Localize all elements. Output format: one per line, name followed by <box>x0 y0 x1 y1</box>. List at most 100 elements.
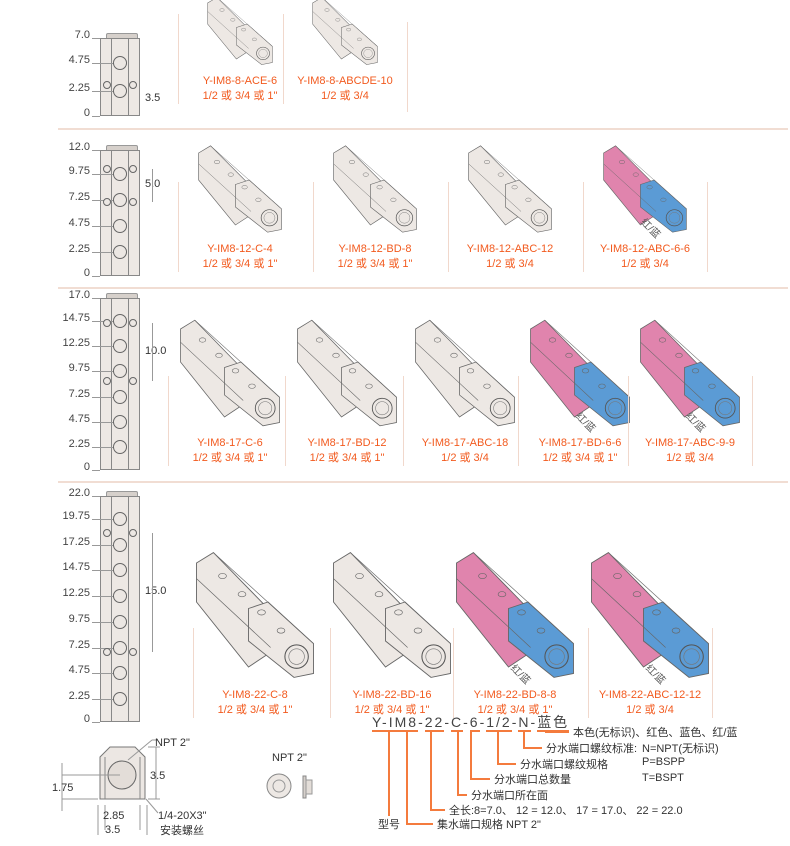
thread-standard: T=BSPT <box>642 772 684 784</box>
code-part: C <box>450 714 464 732</box>
card-divider <box>193 628 194 718</box>
face-line <box>128 150 129 276</box>
port-hole <box>113 589 127 604</box>
port-hole <box>113 56 127 71</box>
code-part: 6 <box>469 714 480 732</box>
manifold-image[interactable] <box>327 550 457 680</box>
dimension-label: 7.25 <box>68 638 90 651</box>
mount-spacing: 10.0 <box>145 344 167 357</box>
dimension-tick <box>92 371 120 373</box>
product-model: Y-IM8-17-BD-12 <box>307 437 387 449</box>
mount-hole <box>103 529 111 538</box>
product-size: 1/2 或 3/4 或 1" <box>202 258 278 270</box>
spacing-line <box>152 533 153 652</box>
manifold-image[interactable] <box>329 144 421 234</box>
port-hole <box>113 563 127 578</box>
dimension-tick <box>92 673 120 675</box>
dimension-label: 9.75 <box>68 164 90 177</box>
manifold-image[interactable] <box>204 0 276 66</box>
legend-item: 分水端口螺纹标准: <box>546 743 638 755</box>
face-line <box>111 298 112 470</box>
port-hole <box>113 192 127 207</box>
dimension-tick <box>92 621 120 623</box>
card-divider <box>313 182 314 272</box>
port-hole <box>113 414 127 429</box>
port-hole <box>113 389 127 404</box>
manifold-image[interactable] <box>190 550 320 680</box>
row-separator <box>58 128 788 130</box>
product-model: Y-IM8-12-C-4 <box>207 243 273 255</box>
product-size: 1/2 或 3/4 或 1" <box>192 452 268 464</box>
card-divider <box>178 182 179 272</box>
product-model: Y-IM8-12-ABC-12 <box>466 243 554 255</box>
product-model: Y-IM8-22-BD-16 <box>352 689 432 701</box>
manifold-image[interactable] <box>175 318 285 428</box>
product-model: Y-IM8-22-BD-8-8 <box>473 689 557 701</box>
leader-line <box>406 823 433 825</box>
thread-standard: N=NPT(无标识) <box>642 743 719 755</box>
dimension-label: 0 <box>83 267 90 279</box>
spacing-line <box>152 322 153 382</box>
card-divider <box>407 22 408 112</box>
legend-item: 分水端口所在面 <box>471 790 548 802</box>
dimension-label: 9.75 <box>68 612 90 625</box>
leader-line <box>430 730 432 809</box>
product-size: 1/2 或 3/4 <box>626 704 674 716</box>
end-view-drawing <box>40 735 280 840</box>
dimension-label: 12.25 <box>62 587 90 600</box>
leader-line <box>545 731 569 733</box>
product-size: 1/2 或 3/4 或 1" <box>217 704 293 716</box>
leader-line <box>470 730 472 778</box>
dimension-tick <box>92 226 120 228</box>
dimension-label: 2.25 <box>68 81 90 94</box>
manifold-image[interactable] <box>450 550 580 680</box>
screw-label: 安装螺丝 <box>160 825 204 837</box>
manifold-image[interactable] <box>410 318 520 428</box>
card-divider <box>712 628 713 718</box>
dimension-label: 2.25 <box>68 438 90 451</box>
dimension-tick <box>92 150 100 151</box>
port-hole <box>113 537 127 552</box>
mount-spacing: 15.0 <box>145 585 167 598</box>
legend-item: 分水端口总数量 <box>494 774 571 786</box>
leader-line <box>388 730 390 816</box>
mount-hole <box>103 647 111 656</box>
manifold-image[interactable] <box>525 318 635 428</box>
manifold-image[interactable] <box>464 144 556 234</box>
manifold-image[interactable] <box>194 144 286 234</box>
port-hole <box>113 666 127 681</box>
product-size: 1/2 或 3/4 或 1" <box>309 452 385 464</box>
legend-item: 本色(无标识)、红色、蓝色、红/蓝 <box>573 727 738 739</box>
manifold-image[interactable] <box>635 318 745 428</box>
manifold-image[interactable] <box>309 0 381 66</box>
row-separator <box>58 481 788 483</box>
thread-standard: P=BSPP <box>642 756 686 768</box>
mount-hole <box>129 647 137 656</box>
product-model: Y-IM8-22-C-8 <box>222 689 288 701</box>
manifold-image[interactable] <box>292 318 402 428</box>
card-divider <box>330 628 331 718</box>
dimension-label: 7.25 <box>68 190 90 203</box>
dimension-label: 17.0 <box>68 289 90 301</box>
legend-item: 集水端口规格 NPT 2" <box>437 819 541 831</box>
port-hole <box>113 640 127 655</box>
manifold-image[interactable] <box>585 550 715 680</box>
product-model: Y-IM8-17-ABC-9-9 <box>644 437 736 449</box>
dimension-label: 22.0 <box>68 487 90 499</box>
dimension-tick <box>92 544 120 546</box>
mount-hole <box>129 318 137 327</box>
face-line <box>111 496 112 722</box>
dimension-tick <box>92 698 120 700</box>
card-divider <box>628 376 629 466</box>
code-separator: - <box>479 714 487 730</box>
code-separator: - <box>511 714 519 730</box>
screw-spec: 1/4-20X3" <box>158 810 207 822</box>
dimension-label: 0 <box>83 461 90 473</box>
mount-hole <box>103 80 111 89</box>
dimension-label: 12.0 <box>68 141 90 153</box>
mount-hole <box>103 377 111 386</box>
dimension-tick <box>92 116 100 117</box>
dimension-tick <box>92 298 100 299</box>
manifold-image[interactable] <box>599 144 691 234</box>
port-hole <box>113 614 127 629</box>
